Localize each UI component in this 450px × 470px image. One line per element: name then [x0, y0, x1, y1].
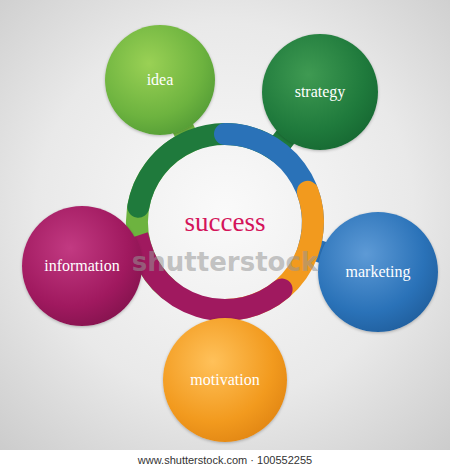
motivation-circle: motivation — [163, 318, 287, 442]
footer-watermark: www.shutterstock.com · 100552255 — [138, 454, 312, 466]
topic-label: motivation — [190, 371, 259, 389]
topic-label: information — [44, 257, 120, 275]
topic-label: strategy — [295, 83, 346, 101]
topic-label: marketing — [346, 263, 411, 281]
watermark: shutterstock — [132, 247, 318, 277]
idea-circle: idea — [105, 25, 215, 135]
topic-label: idea — [147, 71, 174, 89]
center-title: success — [185, 207, 266, 238]
information-circle: information — [22, 206, 142, 326]
marketing-circle: marketing — [318, 212, 438, 332]
strategy-circle: strategy — [262, 34, 378, 150]
footer-band — [0, 450, 450, 470]
